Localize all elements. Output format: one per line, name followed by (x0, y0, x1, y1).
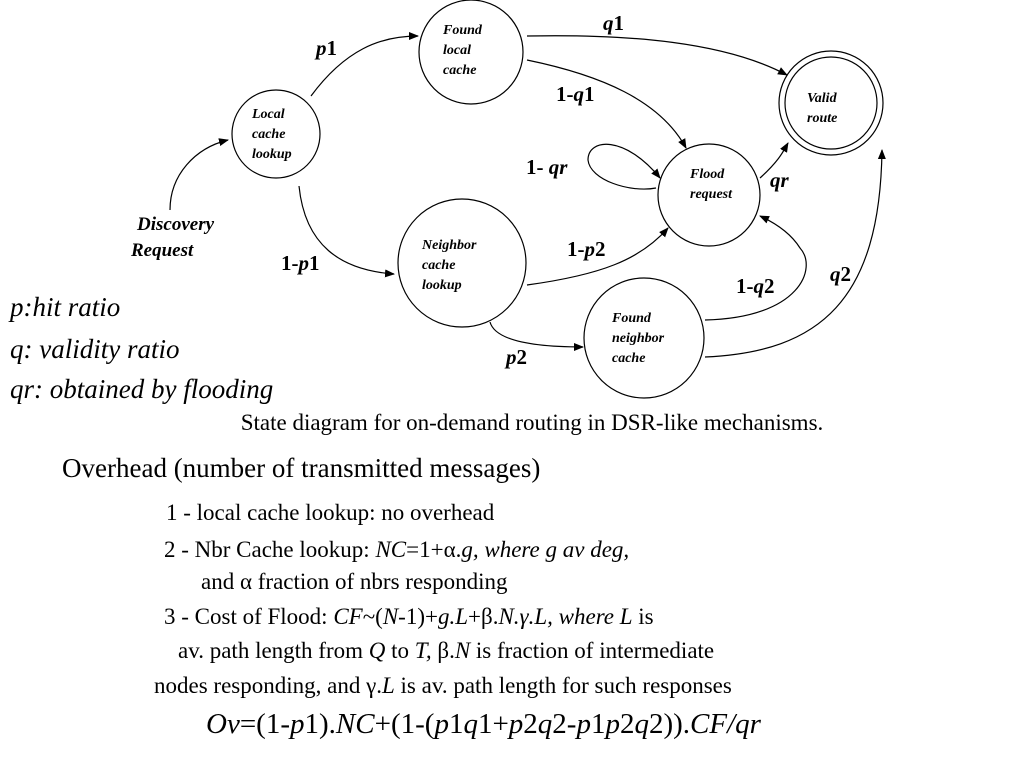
text: 2)). (648, 708, 691, 740)
text: =(1- (239, 708, 290, 740)
text: is fraction of intermediate (470, 638, 715, 663)
state-label: Valid route (807, 91, 840, 126)
overhead-item-3-cont-1: av. path length from Q to T, β.N is frac… (178, 638, 714, 664)
state-label: Local cache lookup (251, 107, 292, 162)
edge-flood-to-valid (759, 142, 789, 179)
state-found-neighbor-cache: Found neighbor cache (583, 277, 705, 399)
text: 1 (448, 708, 464, 740)
edge-neighbor-to-found-neighbor (489, 321, 584, 351)
overhead-item-3: 3 - Cost of Flood: CF~(N-1)+g.L+β.N.γ.L,… (164, 604, 654, 630)
edge-found-neighbor-to-flood (704, 215, 807, 321)
text: CF/qr (690, 708, 761, 740)
text: =1+α. (406, 537, 462, 562)
state-label: Found local cache (442, 23, 485, 78)
text: q (537, 708, 553, 740)
edge-label-q1: q1 (603, 11, 624, 35)
edge-found-local-to-flood (526, 59, 687, 149)
state-flood-request: Flood request (657, 143, 761, 247)
text: CF (333, 604, 363, 629)
text: 3 - Cost of Flood: (164, 604, 334, 629)
text: q (634, 708, 649, 740)
edge-label-p1: p1 (314, 36, 337, 60)
text: +(1-( (374, 708, 435, 740)
edge-label-1-p1: 1-p1 (281, 251, 320, 275)
edge-label-1-q1: 1-q1 (556, 82, 595, 106)
edge-discovery-to-local (169, 138, 229, 211)
text: 2- (552, 708, 577, 740)
edge-local-to-neighbor (298, 185, 395, 278)
overhead-heading: Overhead (number of transmitted messages… (62, 453, 541, 483)
text: N.γ.L, where L (498, 604, 633, 629)
text: to (385, 638, 415, 663)
discovery-request-label: Discovery Request (130, 214, 219, 261)
state-label: Neighbor cache lookup (421, 238, 480, 293)
text: L (382, 673, 395, 698)
text: 2 (523, 708, 538, 740)
legend-qr: qr: obtained by flooding (10, 374, 274, 404)
legend-validity-ratio: q: validity ratio (10, 334, 180, 364)
text: is av. path length for such responses (394, 673, 732, 698)
state-diagram: Local cache lookup Found local cache Val… (130, 0, 886, 399)
edge-label-qr: qr (770, 168, 790, 192)
text: is (632, 604, 654, 629)
text: 2 (619, 708, 635, 740)
edge-label-q2: q2 (830, 262, 851, 286)
text: nodes responding, and γ. (154, 673, 382, 698)
text: p (605, 708, 620, 740)
edge-label-p2: p2 (504, 345, 527, 369)
text: N (382, 604, 399, 629)
text: N (454, 638, 471, 663)
text: T, (414, 638, 432, 663)
text: +β. (468, 604, 499, 629)
overhead-item-2-cont: and α fraction of nbrs responding (201, 569, 508, 594)
text: NC (335, 708, 375, 740)
text: q (463, 708, 478, 740)
edge-found-neighbor-to-valid (704, 149, 886, 358)
edge-flood-self-loop (587, 143, 661, 190)
diagram-caption: State diagram for on-demand routing in D… (240, 410, 824, 435)
text: p (576, 708, 591, 740)
text: β. (431, 638, 455, 663)
state-local-cache-lookup: Local cache lookup (231, 89, 321, 179)
overhead-formula: Ov=(1-p1).NC+(1-(p1q1+p2q2-p1p2q2)).CF/q… (206, 708, 761, 741)
state-label: Flood request (689, 167, 733, 202)
legend-hit-ratio: p:hit ratio (10, 292, 121, 322)
text: 1 (590, 708, 606, 740)
text: g.L (437, 604, 469, 629)
overhead-item-2: 2 - Nbr Cache lookup: NC=1+α.g, where g … (164, 537, 629, 563)
text: ~( (362, 604, 383, 629)
edge-label-1-q2: 1-q2 (736, 274, 775, 298)
text: NC (375, 537, 407, 562)
edge-local-to-found-local (310, 32, 419, 97)
text: -1)+ (398, 604, 438, 629)
edge-neighbor-to-flood (526, 227, 669, 286)
text: p (434, 708, 449, 740)
text: 1+ (477, 708, 509, 740)
overhead-item-1: 1 - local cache lookup: no overhead (166, 500, 495, 525)
edge-found-local-to-valid (526, 35, 788, 76)
overhead-item-3-cont-2: nodes responding, and γ.L is av. path le… (154, 673, 732, 699)
text: p (508, 708, 524, 740)
text: g, where g av deg, (461, 537, 630, 562)
state-label: Found neighbor cache (611, 311, 668, 366)
state-valid-route: Valid route (778, 50, 884, 156)
edge-label-1-qr: 1- qr (526, 155, 568, 179)
text: 2 - Nbr Cache lookup: (164, 537, 376, 562)
text: Ov (206, 708, 240, 740)
text: p (290, 708, 305, 740)
state-found-local-cache: Found local cache (418, 0, 524, 105)
text: av. path length from (178, 638, 369, 663)
state-neighbor-cache-lookup: Neighbor cache lookup (397, 198, 527, 328)
edge-label-1-p2: 1-p2 (567, 237, 606, 261)
text: 1). (304, 708, 336, 740)
text: Q (368, 638, 386, 663)
